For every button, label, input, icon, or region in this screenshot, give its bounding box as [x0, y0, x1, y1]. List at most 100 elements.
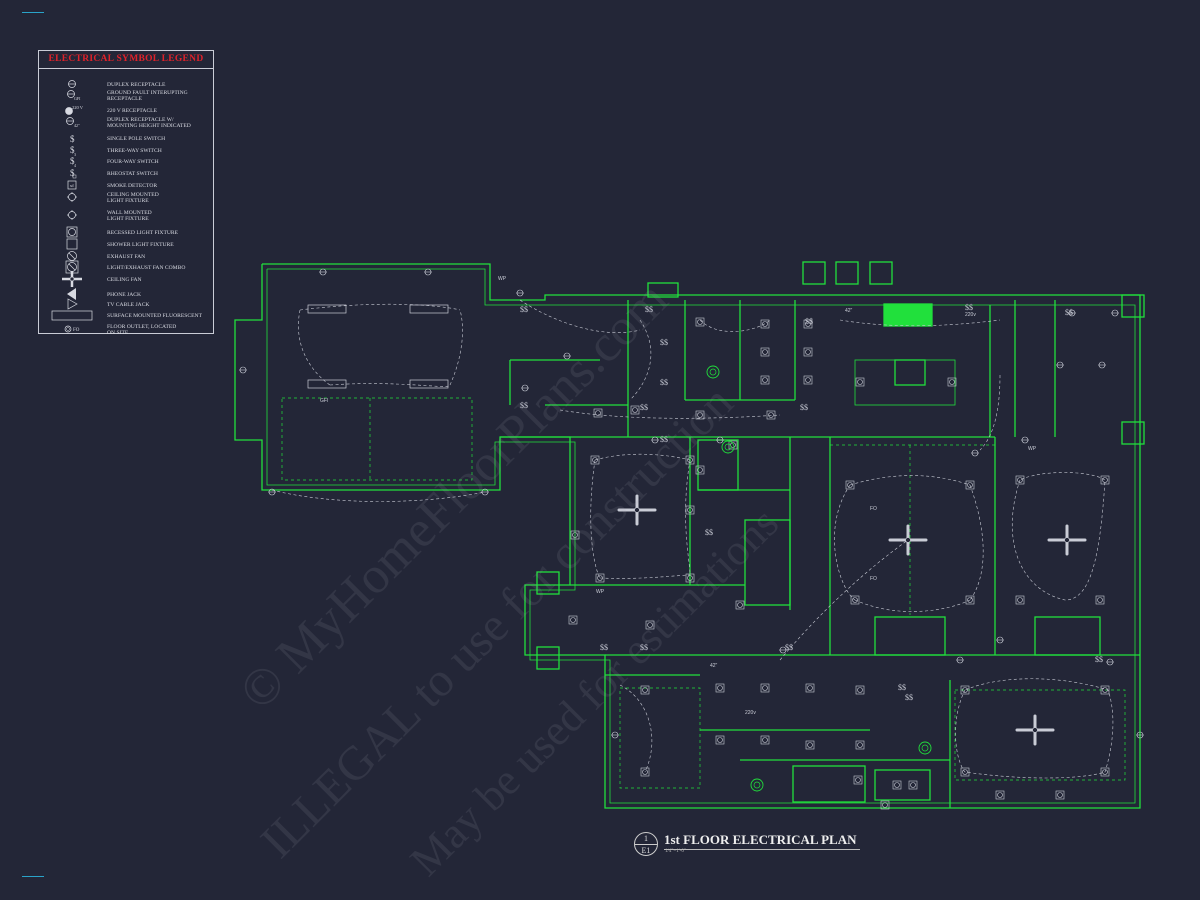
- svg-text:GFI: GFI: [74, 96, 81, 101]
- legend-item-label: DUPLEX RECEPTACLE: [107, 81, 166, 88]
- recessed-light-icon: [695, 410, 705, 420]
- wp-label: WP: [1028, 446, 1037, 452]
- recessed-light-icon: [760, 347, 770, 357]
- recessed-light-icon: [1095, 595, 1105, 605]
- legend-item: 42" DUPLEX RECEPTACLE W/ MOUNTING HEIGHT …: [39, 116, 215, 129]
- svg-text:42": 42": [74, 123, 80, 128]
- svg-text:$$: $$: [898, 683, 906, 692]
- svg-text:$$: $$: [520, 305, 528, 314]
- duplex-receptacle-icon: [1111, 309, 1119, 317]
- switch-icon: $$: [600, 643, 608, 652]
- recessed-light-icon: [695, 465, 705, 475]
- exterior-wall: [234, 263, 1141, 809]
- tv-cable-jack-icon: [39, 298, 107, 311]
- exterior-wall-inner: [266, 268, 1136, 804]
- ceiling-fan-icon: [617, 494, 657, 526]
- legend-item-label: WALL MOUNTED LIGHT FIXTURE: [107, 209, 152, 222]
- svg-text:3: 3: [74, 152, 76, 157]
- plumbing-fixture-icon: [706, 365, 720, 379]
- electrical-symbol-legend: ELECTRICAL SYMBOL LEGEND DUPLEX RECEPTAC…: [38, 50, 215, 336]
- duplex-receptacle-icon: [424, 268, 432, 276]
- recessed-light-icon: [685, 573, 695, 583]
- legend-item-label: GROUND FAULT INTERUPTING RECEPTACLE: [107, 89, 188, 102]
- switch-icon: $$: [785, 643, 793, 652]
- recessed-light-icon: [593, 408, 603, 418]
- gfi-label: GFI: [320, 398, 328, 404]
- switch-icon: $$: [705, 528, 713, 537]
- duplex-receptacle-icon: [716, 436, 724, 444]
- recessed-light-icon: [685, 455, 695, 465]
- svg-text:$$: $$: [1065, 308, 1073, 317]
- duplex-receptacle-icon: [956, 656, 964, 664]
- legend-item-label: SINGLE POLE SWITCH: [107, 135, 166, 142]
- recessed-light-icon: [1015, 595, 1025, 605]
- wp-label: WP: [498, 276, 507, 282]
- recessed-light-icon: [735, 600, 745, 610]
- legend-item: EXHAUST FAN: [39, 250, 215, 263]
- four-way-switch-icon: $4: [39, 155, 107, 168]
- drawing-title: 1st FLOOR ELECTRICAL PLAN: [664, 832, 860, 850]
- svg-text:$$: $$: [800, 403, 808, 412]
- legend-item: $ SINGLE POLE SWITCH: [39, 132, 215, 145]
- duplex-receptacle-icon: [521, 384, 529, 392]
- legend-item: CEILING FAN: [39, 271, 215, 287]
- svg-text:$: $: [70, 145, 75, 155]
- detail-bubble: 1 E1: [634, 832, 658, 856]
- sheet-border-mark: [22, 12, 44, 13]
- floor-outlet-icon: FO: [39, 323, 107, 336]
- legend-item-label: RECESSED LIGHT FIXTURE: [107, 229, 179, 236]
- svg-text:sd: sd: [70, 183, 74, 188]
- duplex-receptacle-icon: [481, 488, 489, 496]
- svg-text:$$: $$: [660, 338, 668, 347]
- legend-item: DUPLEX RECEPTACLE: [39, 78, 215, 91]
- legend-item-label: DUPLEX RECEPTACLE W/ MOUNTING HEIGHT IND…: [107, 116, 191, 129]
- shower-light-icon: [39, 238, 107, 251]
- legend-item: TV CABLE JACK: [39, 298, 215, 311]
- recessed-light-icon: [855, 377, 865, 387]
- recessed-light-icon: [568, 615, 578, 625]
- duplex-receptacle-icon: [1136, 731, 1144, 739]
- dashed-soffits: [281, 397, 1126, 789]
- surface-fluorescent-icon: [307, 379, 347, 389]
- svg-text:$: $: [70, 134, 75, 144]
- receptacle-height-icon: 42": [39, 116, 107, 129]
- duplex-receptacle-icon: [971, 449, 979, 457]
- svg-text:$$: $$: [520, 401, 528, 410]
- switch-icon: $$: [1065, 308, 1073, 317]
- svg-text:$$: $$: [660, 435, 668, 444]
- recessed-light-icon: [760, 683, 770, 693]
- recessed-light-icon: [570, 530, 580, 540]
- detail-number: 1: [644, 834, 648, 843]
- recessed-light-icon: [845, 480, 855, 490]
- ceiling-fan-icon: [1015, 714, 1055, 746]
- legend-item: PHONE JACK: [39, 288, 215, 301]
- svg-text:$$: $$: [785, 643, 793, 652]
- legend-item: GFI GROUND FAULT INTERUPTING RECEPTACLE: [39, 89, 215, 102]
- sheet-border-mark: [22, 876, 44, 877]
- ceiling-light-icon: [39, 191, 107, 204]
- switch-icon: $$: [640, 643, 648, 652]
- legend-item-label: FOUR-WAY SWITCH: [107, 158, 159, 165]
- duplex-receptacle-icon: [516, 289, 524, 297]
- walls: [234, 261, 1145, 809]
- recessed-light-icon: [1015, 475, 1025, 485]
- switch-icon: $$: [660, 378, 668, 387]
- svg-text:$$: $$: [705, 528, 713, 537]
- recessed-light-icon: [39, 226, 107, 239]
- svg-text:$$: $$: [645, 305, 653, 314]
- legend-item: RECESSED LIGHT FIXTURE: [39, 226, 215, 239]
- recessed-light-icon: [853, 775, 863, 785]
- switch-icon: $$: [640, 403, 648, 412]
- switch-icon: $$: [905, 693, 913, 702]
- recessed-light-icon: [645, 620, 655, 630]
- svg-text:$$: $$: [905, 693, 913, 702]
- surface-fluorescent-icon: [409, 379, 449, 389]
- recessed-light-icon: [766, 410, 776, 420]
- 220v-label: 220v: [965, 312, 976, 318]
- recessed-light-icon: [960, 767, 970, 777]
